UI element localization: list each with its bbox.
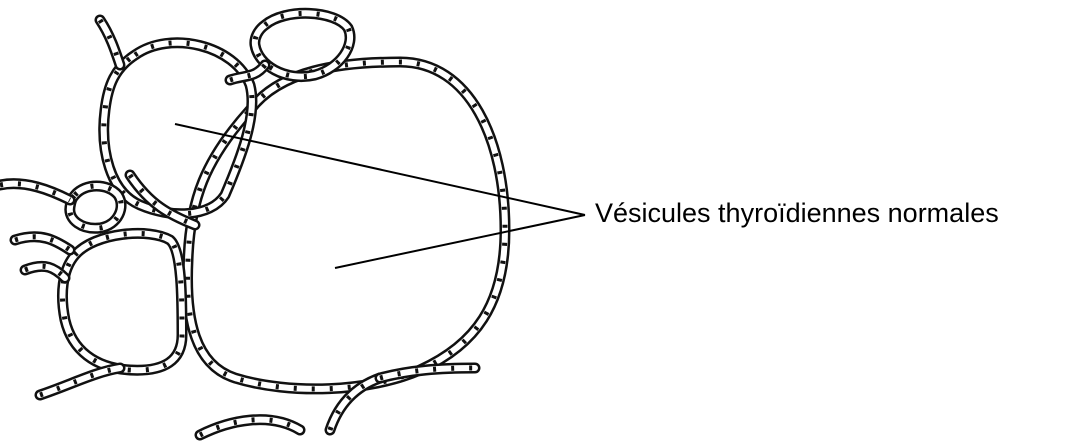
leader-line-lower <box>335 215 585 268</box>
tissue-strands <box>0 20 475 435</box>
follicle-lower-left <box>62 233 182 370</box>
follicle-label: Vésicules thyroïdiennes normales <box>595 193 999 233</box>
follicle-tiny <box>70 186 121 228</box>
follicle-large <box>188 62 505 389</box>
